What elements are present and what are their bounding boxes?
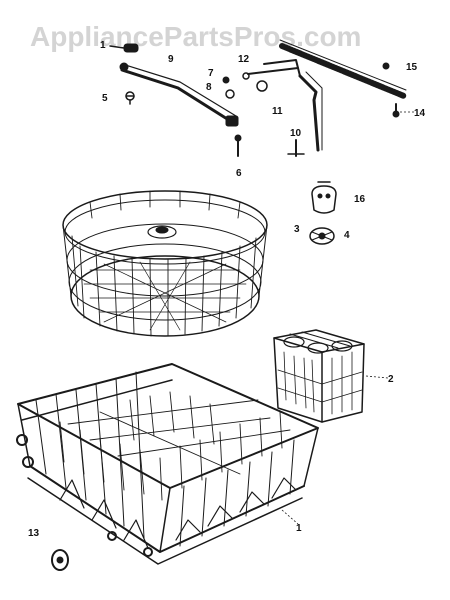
- callout-14: 14: [414, 108, 426, 119]
- part-14-screw: [392, 103, 400, 118]
- callout-16: 16: [354, 194, 366, 205]
- part-12-conduit: [242, 59, 301, 80]
- part-7-fastener: [222, 76, 230, 84]
- callout-3: 3: [294, 224, 300, 235]
- part-5-screw: [125, 91, 135, 105]
- part-13-roller: [51, 549, 69, 571]
- callout-7: 7: [208, 68, 214, 79]
- part-8-fastener: [225, 89, 235, 99]
- callout-1: 1: [296, 523, 302, 534]
- part-9-rack-rail: [119, 62, 239, 127]
- callout-15: 15: [406, 62, 418, 73]
- part-10-water-tube: [287, 71, 323, 157]
- part-16-hub: [311, 181, 337, 214]
- callout-6: 6: [236, 168, 242, 179]
- callout-13: 13: [28, 528, 40, 539]
- part-15-spray-bar: [279, 39, 407, 99]
- part-11-elbow: [256, 80, 268, 92]
- callout-8: 8: [206, 82, 212, 93]
- callout-top-1: 1: [100, 40, 106, 51]
- callout-5: 5: [102, 93, 108, 104]
- leader-lines: [281, 111, 414, 525]
- callout-12: 12: [238, 54, 250, 65]
- part-2-cutlery-basket: [273, 329, 365, 423]
- part-1-lower-rack: [16, 363, 319, 565]
- callout-11: 11: [272, 106, 283, 117]
- part-top-bracket: [109, 43, 139, 53]
- part-3-4-nozzle: [309, 227, 335, 245]
- callout-9: 9: [168, 54, 174, 65]
- callout-10: 10: [290, 128, 302, 139]
- callout-2: 2: [388, 374, 394, 385]
- watermark-text: AppliancePartsPros.com: [30, 21, 361, 52]
- callout-labels: 1 2 3 4 5 6 7 8 9 10 11 12 13 14 15 16 1: [28, 40, 426, 539]
- part-round-basket: [62, 190, 268, 337]
- part-6-screw: [234, 134, 242, 157]
- callout-4: 4: [344, 230, 350, 241]
